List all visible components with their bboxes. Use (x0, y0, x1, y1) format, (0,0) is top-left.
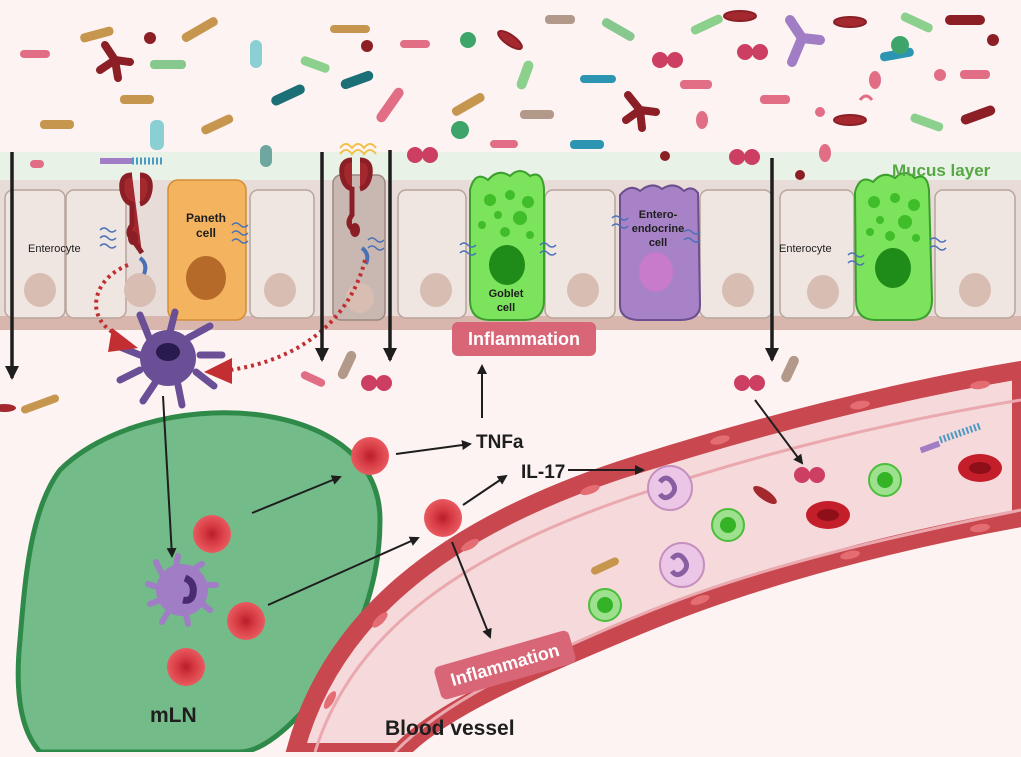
tnfa-label: TNFa (476, 432, 524, 453)
epithelial-layer (0, 143, 1021, 330)
goblet-label-2: cell (497, 302, 515, 314)
translocation-arrows (5, 150, 779, 380)
il17-label: IL-17 (521, 462, 565, 483)
neutrophils (647, 465, 705, 588)
dendritic-cell-mln (145, 553, 219, 627)
entero-label-1: Entero- (639, 209, 678, 221)
signaling-arrows (162, 364, 804, 639)
inflammation-label-top: Inflammation (468, 329, 580, 349)
red-blood-cells (806, 454, 1002, 529)
paneth-label-2: cell (196, 226, 216, 240)
enterocyte-label-2: Enterocyte (779, 243, 832, 255)
mln-label: mLN (150, 704, 197, 727)
enterocyte-label-1: Enterocyte (28, 243, 81, 255)
blood-vessel-label: Blood vessel (385, 717, 515, 740)
mucus-layer-label: Mucus layer (892, 161, 991, 180)
entero-label-3: cell (649, 237, 667, 249)
goblet-label-1: Goblet (489, 288, 524, 300)
paneth-label-1: Paneth (186, 211, 226, 225)
translocated-microbes (0, 350, 799, 414)
dendritic-cell-gut (111, 308, 226, 409)
t-cells (167, 437, 462, 686)
inflammation-badge-epithelium: Inflammation (452, 322, 596, 356)
green-immune-cells (588, 463, 902, 622)
dc-migration-arrows (94, 259, 367, 384)
lumen-microbes (20, 10, 999, 180)
entero-label-2: endocrine (632, 223, 685, 235)
